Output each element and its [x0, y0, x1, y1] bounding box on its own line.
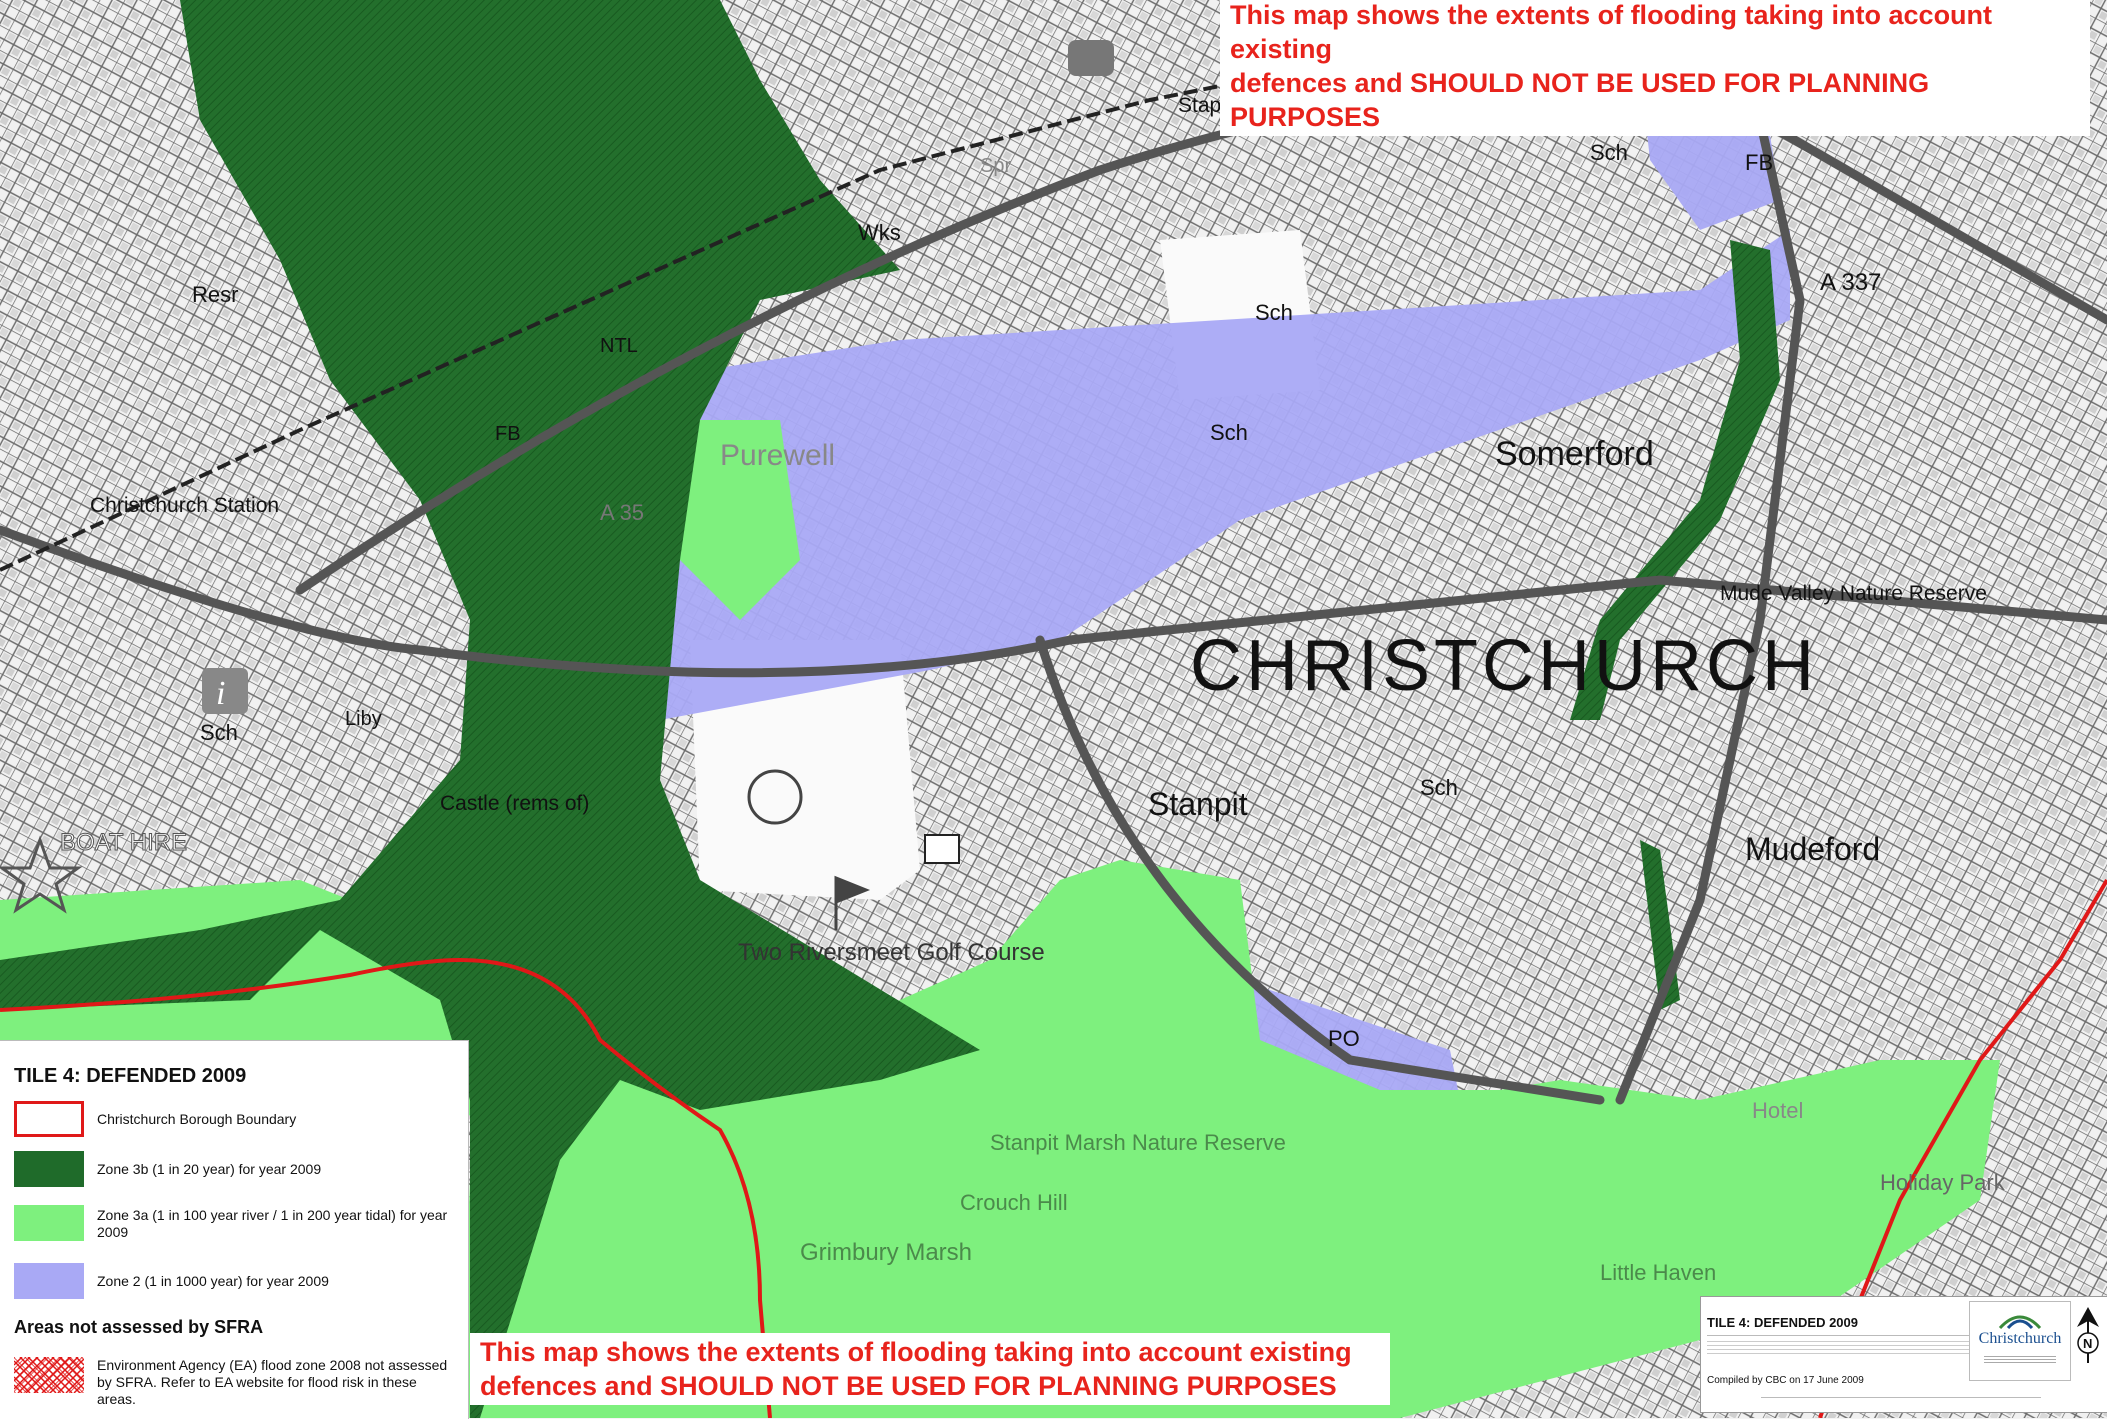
label-resr: Resr	[192, 282, 238, 307]
map-symbols: i	[0, 40, 1114, 930]
river-avon-channel	[0, 0, 980, 1418]
flag-icon	[834, 875, 871, 930]
planning-warning-top: This map shows the extents of flooding t…	[1220, 0, 2090, 136]
titleblock-title: TILE 4: DEFENDED 2009	[1707, 1315, 1858, 1330]
label-fb-1: FB	[1745, 150, 1773, 175]
mude-valley-stream	[1570, 240, 1780, 720]
place-stanpit-marsh: Stanpit Marsh Nature Reserve	[990, 1130, 1286, 1155]
legend-item-zone3a: Zone 3a (1 in 100 year river / 1 in 200 …	[14, 1205, 464, 1245]
label-school-3: Sch	[1590, 140, 1628, 165]
north-label: N	[2083, 1336, 2092, 1351]
warning-line-2: defences and SHOULD NOT BE USED FOR PLAN…	[1230, 68, 1930, 132]
label-fb-2: FB	[495, 423, 521, 445]
place-stanpit: Stanpit	[1148, 786, 1248, 822]
borough-boundary	[0, 957, 772, 1418]
map-legend: TILE 4: DEFENDED 2009 Christchurch Borou…	[0, 1040, 469, 1419]
north-arrow-icon: N	[2077, 1307, 2099, 1363]
logo-address	[1974, 1354, 2066, 1365]
label-school-5: Sch	[200, 720, 238, 745]
label-ntl: NTL	[600, 335, 638, 357]
logo-mark-icon	[1998, 1315, 2042, 1330]
planning-warning-bottom: This map shows the extents of flooding t…	[470, 1333, 1390, 1405]
info-icon	[202, 668, 248, 714]
svg-text:i: i	[216, 675, 225, 712]
label-school-1: Sch	[1255, 300, 1293, 325]
label-school-4: Sch	[1420, 775, 1458, 800]
legend-title: TILE 4: DEFENDED 2009	[14, 1065, 247, 1087]
zone2-swatch	[14, 1263, 84, 1299]
star-icon	[0, 835, 83, 914]
boundary-swatch	[14, 1101, 84, 1137]
road-a337: A 337	[1820, 269, 1881, 296]
warning-line-1: This map shows the extents of flooding t…	[480, 1337, 1352, 1367]
road-a35: A 35	[600, 500, 644, 525]
legend-subheading: Areas not assessed by SFRA	[14, 1317, 264, 1337]
title-block: TILE 4: DEFENDED 2009 Compiled by CBC on…	[1700, 1296, 2107, 1413]
place-little-haven: Little Haven	[1600, 1260, 1716, 1285]
golf-icon	[747, 769, 803, 825]
stanpit-marsh-flood	[460, 860, 2000, 1418]
legend-label: Environment Agency (EA) flood zone 2008 …	[97, 1357, 448, 1407]
place-mude-valley: Mude Valley Nature Reserve	[1720, 582, 1987, 605]
zone3b-swatch	[14, 1151, 84, 1187]
ea-hatch-icon	[13, 1356, 85, 1394]
label-liby: Liby	[345, 708, 382, 730]
place-golf-course: Two Riversmeet Golf Course	[738, 939, 1045, 966]
label-hotel: Hotel	[1752, 1098, 1803, 1123]
road-number-icon	[924, 834, 960, 864]
label-spr: Spr	[980, 155, 1011, 177]
place-boat-hire: BOAT HIRE	[60, 829, 187, 856]
zone3a-swatch	[14, 1205, 84, 1241]
legend-item-ea: Environment Agency (EA) flood zone 2008 …	[13, 1356, 464, 1409]
warning-line-1: This map shows the extents of flooding t…	[1230, 0, 1993, 64]
place-mudeford: Mudeford	[1745, 831, 1880, 867]
logo-name: Christchurch	[1978, 1330, 2062, 1347]
place-holiday-park: Holiday Park	[1880, 1170, 2006, 1195]
label-po: PO	[1328, 1026, 1360, 1051]
place-somerford: Somerford	[1495, 435, 1654, 473]
legend-label: Christchurch Borough Boundary	[97, 1111, 297, 1127]
legend-item-boundary: Christchurch Borough Boundary	[14, 1101, 464, 1141]
council-logo: Christchurch	[1969, 1301, 2071, 1381]
legend-label: Zone 3b (1 in 20 year) for year 2009	[97, 1161, 322, 1177]
label-wks: Wks	[858, 220, 901, 245]
golf-course-area	[690, 640, 920, 900]
footer-rule	[1761, 1397, 2041, 1398]
place-christchurch-station: Christchurch Station	[90, 494, 279, 517]
legend-item-zone3b: Zone 3b (1 in 20 year) for year 2009	[14, 1151, 464, 1191]
place-grimbury-marsh: Grimbury Marsh	[800, 1239, 972, 1266]
place-crouch-hill: Crouch Hill	[960, 1190, 1068, 1215]
label-school-2: Sch	[1210, 420, 1248, 445]
place-castle: Castle (rems of)	[440, 792, 589, 815]
legend-label: Zone 3a (1 in 100 year river / 1 in 200 …	[97, 1207, 448, 1240]
warning-line-2: defences and SHOULD NOT BE USED FOR PLAN…	[480, 1371, 1337, 1401]
copyright-text	[1707, 1335, 1969, 1357]
town-label: CHRISTCHURCH	[1190, 626, 1818, 706]
legend-label: Zone 2 (1 in 1000 year) for year 2009	[97, 1273, 329, 1289]
place-purewell: Purewell	[720, 439, 835, 472]
legend-item-zone2: Zone 2 (1 in 1000 year) for year 2009	[14, 1263, 464, 1303]
pub-icon	[1068, 40, 1114, 76]
ea-hatch-swatch	[13, 1356, 85, 1394]
compiled-by-text: Compiled by CBC on 17 June 2009	[1707, 1375, 1864, 1386]
